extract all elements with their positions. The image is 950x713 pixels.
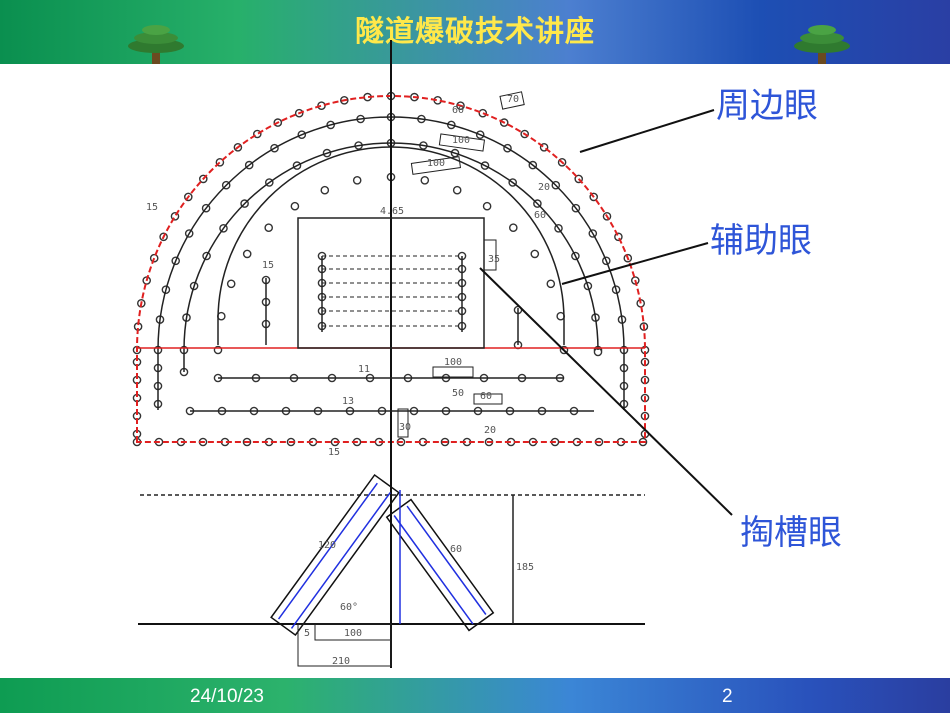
auxiliary-hole (226, 279, 236, 289)
dim-row1: 11 (358, 364, 370, 375)
dim-h-right: 185 (516, 562, 534, 573)
page-number: 2 (722, 686, 733, 707)
label-auxiliary-holes: 辅助眼 (710, 221, 812, 261)
tunnel-structure (136, 40, 733, 668)
dim-a1: 60 (452, 105, 464, 116)
perimeter-contour (136, 95, 646, 443)
dim-a3: 100 (427, 158, 445, 169)
label-cut-holes: 掏槽眼 (740, 513, 842, 553)
dim-a4: 20 (538, 182, 550, 193)
auxiliary-hole (290, 201, 300, 211)
auxiliary-hole (320, 185, 330, 195)
dim-row2: 13 (342, 396, 354, 407)
auxiliary-hole (264, 223, 274, 232)
auxiliary-hole (482, 201, 492, 211)
dim-base-label: 15 (328, 447, 340, 458)
cut-dashed-lines (322, 255, 462, 327)
perimeter-hole (614, 232, 623, 242)
base-dim-2 (297, 623, 392, 667)
dim-mid: 50 (452, 388, 464, 399)
label-perimeter-holes: 周边眼 (716, 86, 818, 126)
pointer-auxiliary (561, 242, 709, 285)
auxiliary-hole (242, 249, 252, 259)
auxiliary-hole (530, 249, 540, 259)
dim-left-num: 15 (146, 202, 158, 213)
dimension-labels: 70 60 100 100 20 60 4.65 35 15 15 11 100… (146, 94, 550, 667)
dim-a2: 100 (452, 135, 470, 146)
dim-box-top: 4.65 (380, 206, 404, 217)
tree-right-icon (794, 25, 850, 64)
cut-hole-right (385, 498, 495, 632)
slide-title: 隧道爆破技术讲座 (354, 14, 595, 48)
auxiliary-hole (352, 175, 362, 185)
dim-top: 70 (507, 94, 519, 105)
tree-left-icon (128, 25, 184, 64)
dim-w-left: 120 (318, 540, 336, 551)
dim-base1: 100 (344, 628, 362, 639)
dim-angle: 60° (340, 602, 358, 613)
perimeter-hole (478, 108, 488, 118)
pointer-perimeter (579, 109, 715, 153)
arc-ring-2 (183, 142, 599, 372)
footer-bar (0, 678, 950, 713)
dim-row2-dim: 60 (480, 391, 492, 402)
dim-bottom: 20 (484, 425, 496, 436)
dim-row1-dim: 100 (444, 357, 462, 368)
auxiliary-hole (452, 185, 462, 195)
auxiliary-hole (546, 279, 556, 289)
pointer-cut (479, 267, 733, 516)
dim-base-small: 5 (304, 628, 310, 639)
auxiliary-hole (420, 175, 430, 185)
cut-zone-box (297, 217, 485, 349)
auxiliary-hole (508, 223, 518, 232)
footer-date: 24/10/23 (190, 686, 264, 707)
dim-small-v: 30 (399, 422, 411, 433)
dim-base2: 210 (332, 656, 350, 667)
dim-w-right: 60 (450, 544, 462, 555)
cut-hole-left (270, 473, 400, 637)
dim-inner-left: 15 (262, 260, 274, 271)
dim-box-right: 35 (488, 254, 500, 265)
dim-a5: 60 (534, 210, 546, 221)
